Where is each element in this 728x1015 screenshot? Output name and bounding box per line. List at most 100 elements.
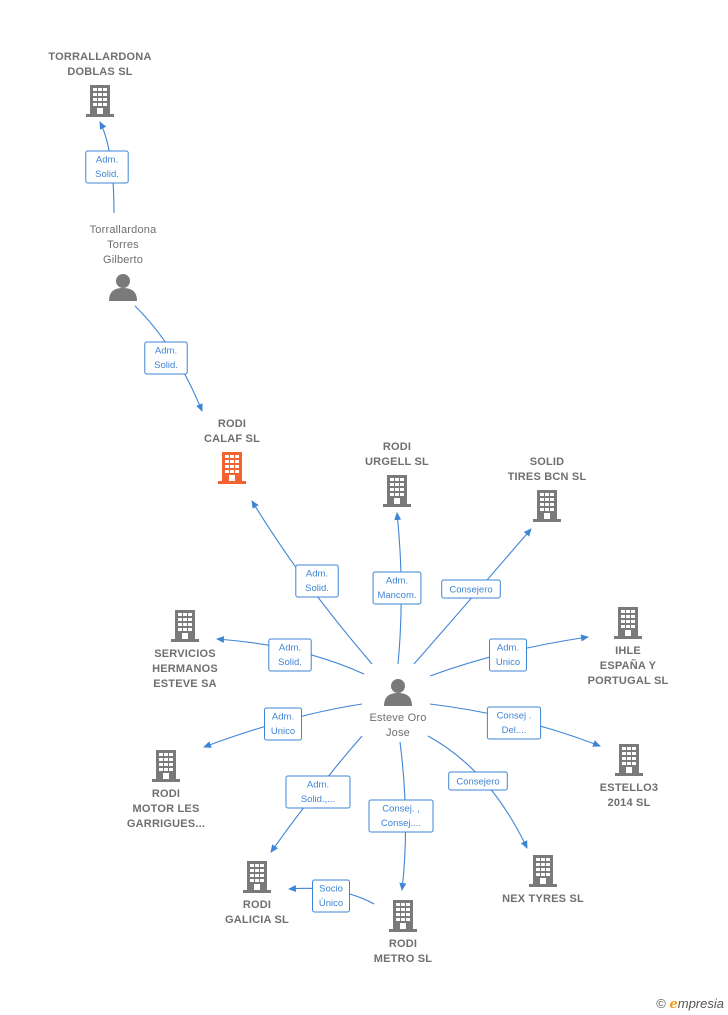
node-label: Jose (386, 727, 410, 739)
node-label: ESTEVE SA (153, 678, 217, 690)
relation-label-text: Solid. (278, 657, 302, 668)
edge-torrallardona_torres-to-rodi_calaf: Adm.Solid. (134, 305, 203, 412)
edges-layer: Adm.Solid.Adm.Solid.Adm.Solid.Adm.Mancom… (85, 121, 601, 913)
node-servicios-hermanos[interactable]: SERVICIOS HERMANOS ESTEVE SA (152, 610, 218, 690)
relation-label-text: Solid.,... (301, 794, 335, 805)
relation-label[interactable]: Consejero (441, 579, 501, 599)
edge-esteve_oro-to-ihle: Adm.Unico (429, 634, 589, 677)
node-label: RODI (383, 441, 411, 453)
node-label: Torrallardona (90, 224, 157, 236)
node-label: 2014 SL (608, 797, 651, 809)
edge-esteve_oro-to-servicios_hermanos: Adm.Solid. (216, 636, 365, 675)
relation-label[interactable]: Adm. Solid.,... (285, 775, 351, 809)
node-label: ESPAÑA Y (600, 659, 657, 672)
relation-label-text: Adm. (307, 780, 329, 791)
copyright-icon: © (656, 996, 666, 1011)
relation-label[interactable]: Adm.Solid. (268, 638, 312, 672)
node-rodi-calaf[interactable]: RODI CALAF SL (204, 418, 260, 484)
node-label: Torres (107, 239, 139, 251)
relation-label-box (268, 638, 312, 672)
relation-label-box (295, 564, 339, 598)
node-nex-tyres[interactable]: NEX TYRES SL (502, 855, 584, 905)
relation-label-box (312, 879, 350, 913)
relation-label-text: Socio (319, 884, 343, 895)
edge-esteve_oro-to-estello3: Consej . Del.... (429, 703, 601, 747)
relation-label-box (489, 638, 527, 672)
relation-label[interactable]: Adm.Unico (264, 707, 302, 741)
relation-label-box (144, 341, 188, 375)
node-label: GARRIGUES... (127, 818, 205, 830)
node-label: RODI (218, 418, 246, 430)
relation-label[interactable]: Consej. ,Consej.... (368, 799, 434, 833)
node-label: ESTELLO3 (600, 782, 658, 794)
relation-label-text: Consej . (497, 711, 532, 722)
node-label: HERMANOS (152, 663, 218, 675)
relation-label[interactable]: Consej . Del.... (486, 706, 542, 740)
node-label: CALAF SL (204, 433, 260, 445)
edge-esteve_oro-to-rodi_calaf: Adm. Solid. (251, 500, 373, 665)
nodes-layer: TORRALLARDONA DOBLAS SL TorrallardonaTorre… (48, 51, 668, 965)
building-icon (152, 750, 180, 782)
building-icon (614, 607, 642, 639)
relation-label-text: Adm. (272, 712, 294, 723)
relation-label[interactable]: Adm.Solid. (85, 150, 129, 184)
relation-label-text: Consejero (449, 585, 492, 596)
node-label: IHLE (615, 645, 641, 657)
person-icon (109, 274, 137, 301)
person-icon (384, 679, 412, 706)
node-label: TORRALLARDONA (48, 51, 151, 63)
relation-label[interactable]: Consejero (448, 771, 508, 791)
node-label: MOTOR LES (133, 803, 200, 815)
building-icon (533, 490, 561, 522)
building-icon (171, 610, 199, 642)
node-estello3[interactable]: ESTELLO3 2014 SL (600, 744, 658, 809)
node-label: GALICIA SL (225, 914, 289, 926)
footer-brand: © empresia (656, 996, 724, 1012)
relation-label-box (448, 771, 508, 791)
relation-label-box (486, 706, 542, 740)
relation-label-text: Adm. (96, 155, 118, 166)
node-label: METRO SL (374, 953, 433, 965)
node-rodi-urgell[interactable]: RODI URGELL SL (365, 441, 429, 507)
node-label: SOLID (530, 456, 565, 468)
building-icon (218, 452, 246, 484)
relation-label-text: Del.... (502, 725, 527, 736)
relation-label-box (285, 775, 351, 809)
node-label: SERVICIOS (154, 648, 216, 660)
node-label: DOBLAS SL (67, 66, 132, 78)
building-icon (615, 744, 643, 776)
relation-label-text: Único (319, 898, 343, 909)
relation-label-text: Adm. (155, 346, 177, 357)
relation-label-text: Consej.... (381, 818, 421, 829)
node-label: NEX TYRES SL (502, 893, 584, 905)
relation-label[interactable]: Adm.Unico (489, 638, 527, 672)
relation-label-text: Adm. (497, 643, 519, 654)
node-label: RODI (243, 899, 271, 911)
edge-line (427, 735, 528, 849)
node-rodi-galicia[interactable]: RODI GALICIA SL (225, 861, 289, 926)
relation-label-text: Consejero (456, 777, 499, 788)
building-icon (529, 855, 557, 887)
node-label: Gilberto (103, 254, 143, 266)
node-label: URGELL SL (365, 456, 429, 468)
brand-logo-initial: e (669, 997, 678, 1012)
building-icon (389, 900, 417, 932)
relation-label-text: Adm. (306, 569, 328, 580)
relation-label-text: Solid. (305, 583, 329, 594)
relation-label[interactable]: Adm. Solid. (295, 564, 339, 598)
relation-label-text: Adm. (386, 576, 408, 587)
edge-esteve_oro-to-rodi_galicia: Adm. Solid.,... (270, 735, 363, 853)
relation-label[interactable]: Adm.Solid. (144, 341, 188, 375)
node-label: Esteve Oro (369, 712, 426, 724)
relation-label[interactable]: Adm.Mancom. (372, 571, 422, 605)
node-torrallardona-doblas[interactable]: TORRALLARDONA DOBLAS SL (48, 51, 151, 117)
